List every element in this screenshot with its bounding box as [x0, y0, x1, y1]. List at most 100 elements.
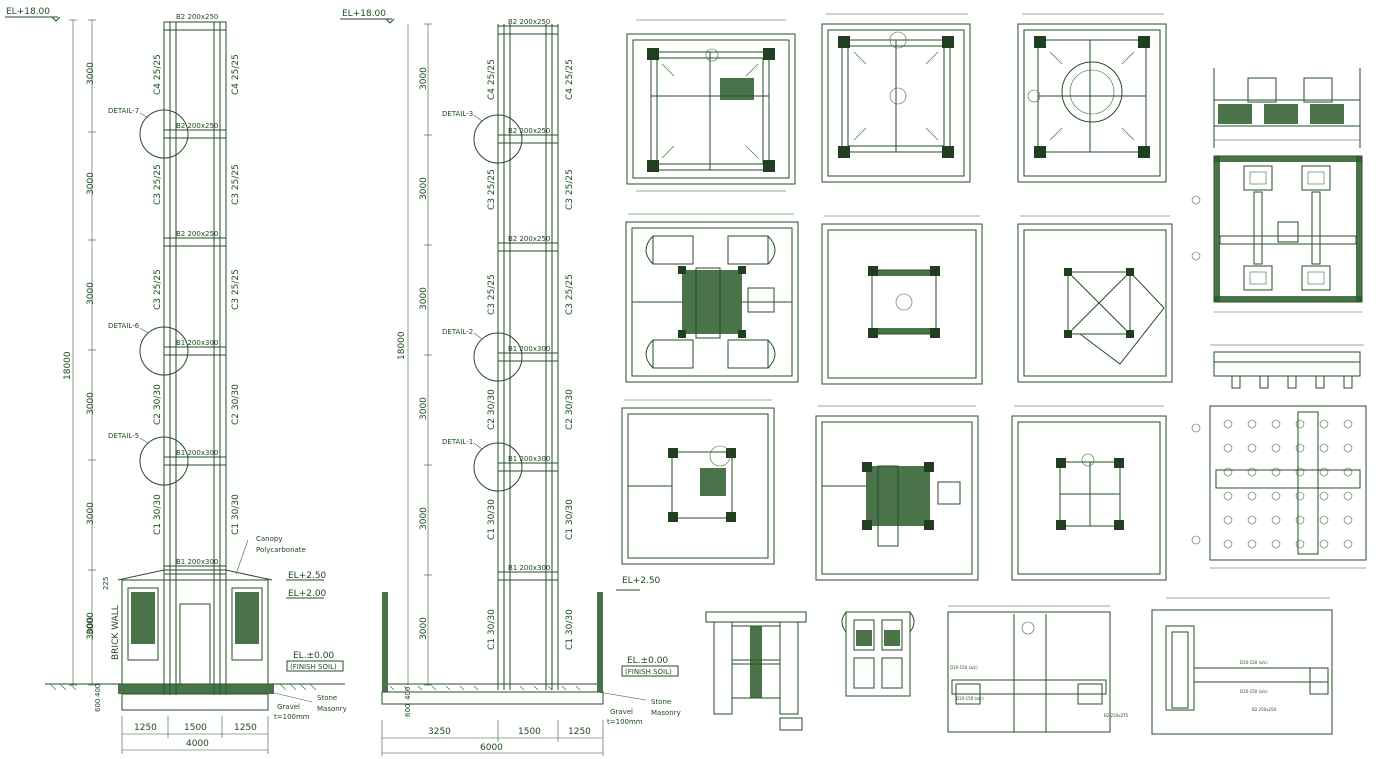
- left-detail-6[interactable]: DETAIL-6: [108, 322, 140, 330]
- right-col-label-r-3: C3 25/25: [565, 274, 575, 315]
- right-beam-1: B2 200x250: [508, 18, 550, 26]
- right-total-height: 18000: [397, 331, 407, 360]
- right-beam-5: B1 200x300: [508, 455, 550, 463]
- right-detail-1[interactable]: DETAIL-1: [442, 438, 473, 446]
- plan-8: [815, 405, 979, 581]
- plan-2: [821, 13, 971, 183]
- left-gravel-t: t=100mm: [274, 713, 310, 721]
- left-col-label-l-1: C4 25/25: [153, 54, 163, 95]
- pile-marker: [1295, 443, 1305, 453]
- pile-section: [1210, 344, 1364, 389]
- left-storey-dim-1: 3000: [86, 612, 96, 635]
- left-level-000: EL.±0.00: [293, 651, 334, 661]
- pile-marker: [1271, 443, 1281, 453]
- left-bottom-total: 4000: [186, 739, 209, 749]
- pile-marker: [1319, 467, 1329, 477]
- pile-marker: [1295, 515, 1305, 525]
- section-top-right: [1213, 68, 1361, 148]
- right-beam-2: B2 200x250: [508, 127, 550, 135]
- left-detail-5[interactable]: DETAIL-5: [108, 432, 139, 440]
- pile-marker: [1295, 539, 1305, 549]
- right-storey-dim-6: 3000: [419, 67, 429, 90]
- left-bottom-dim-2: 1500: [184, 723, 207, 733]
- left-finish-soil: (FINISH SOIL): [290, 663, 337, 671]
- left-masonry: Masonry: [317, 705, 347, 713]
- left-col-label-r-2: C3 25/25: [231, 164, 241, 205]
- d10-label-a: D10-150 (a/c): [950, 665, 978, 670]
- pile-marker: [1295, 419, 1305, 429]
- plan-row-2: [625, 213, 1173, 385]
- footing-plan: [1191, 155, 1363, 313]
- right-storey-dim-3: 3000: [419, 397, 429, 420]
- left-beam-5: B1 200x300: [176, 449, 218, 457]
- plan-row-3: [621, 399, 1167, 581]
- pile-marker: [1343, 443, 1353, 453]
- right-level-250: EL+2.50: [622, 576, 661, 586]
- left-storey-dim-6: 3000: [86, 62, 96, 85]
- right-bottom-dim-1: 3250: [428, 727, 451, 737]
- pile-marker: [1271, 467, 1281, 477]
- right-col-label-l-6: C1 30/30: [487, 609, 497, 650]
- pile-marker: [1343, 515, 1353, 525]
- plan-7: [621, 399, 775, 565]
- right-col-label-r-6: C1 30/30: [565, 609, 575, 650]
- right-beam-3: B2 200x250: [508, 235, 550, 243]
- left-top-level: EL+18.00: [6, 7, 50, 17]
- pile-marker: [1247, 419, 1257, 429]
- right-beam-4: B1 200x300: [508, 345, 550, 353]
- right-base-600: 600: [404, 704, 412, 717]
- pile-marker: [1319, 419, 1329, 429]
- right-col-label-r-2: C3 25/25: [565, 169, 575, 210]
- right-col-label-l-1: C4 25/25: [487, 59, 497, 100]
- right-gravel-t: t=100mm: [607, 718, 643, 726]
- pile-marker: [1319, 443, 1329, 453]
- pile-marker: [1271, 539, 1281, 549]
- right-storey-dim-5: 3000: [419, 177, 429, 200]
- left-stone: Stone: [317, 694, 337, 702]
- left-level-200: EL+2.00: [288, 589, 327, 599]
- pile-marker: [1247, 515, 1257, 525]
- detail-bottom-3: D10-150 (a/c) D10-150 (a/c) B2 250x275: [947, 605, 1129, 733]
- pile-marker: [1223, 443, 1233, 453]
- right-col-label-l-3: C3 25/25: [487, 274, 497, 315]
- right-masonry: Masonry: [651, 709, 681, 717]
- plan-1: [626, 19, 796, 192]
- canopy-label: Canopy: [256, 535, 282, 543]
- left-base-400: 400: [94, 684, 102, 697]
- right-storey-dim-2: 3000: [419, 507, 429, 530]
- right-elevation: EL+18.00 18000 3000 3000 3000 3000 3000 …: [340, 9, 681, 756]
- pile-marker: [1319, 515, 1329, 525]
- pile-marker: [1247, 443, 1257, 453]
- left-elevation: EL+18.00 18000 3000 3000 3000 3000 3000 …: [5, 7, 347, 754]
- pile-marker: [1223, 491, 1233, 501]
- pile-marker: [1343, 491, 1353, 501]
- left-col-label-l-5: C1 30/30: [153, 494, 163, 535]
- left-col-label-r-5: C1 30/30: [231, 494, 241, 535]
- pile-marker: [1343, 419, 1353, 429]
- right-stone: Stone: [651, 698, 671, 706]
- pile-marker: [1319, 491, 1329, 501]
- left-beam-3: B2 200x250: [176, 230, 218, 238]
- pile-marker: [1343, 539, 1353, 549]
- pile-marker: [1247, 539, 1257, 549]
- right-detail-2[interactable]: DETAIL-2: [442, 328, 473, 336]
- right-col-label-l-4: C2 30/30: [487, 389, 497, 430]
- right-bottom-dim-3: 1250: [568, 727, 591, 737]
- right-storey-dim-4: 3000: [419, 287, 429, 310]
- left-base-600: 600: [94, 699, 102, 712]
- pile-marker: [1319, 539, 1329, 549]
- left-col-label-r-3: C3 25/25: [231, 269, 241, 310]
- plan-row-1: [626, 13, 1361, 192]
- left-detail-7[interactable]: DETAIL-7: [108, 107, 139, 115]
- dim-225: 225: [102, 577, 110, 590]
- left-total-height: 18000: [63, 351, 73, 380]
- detail-bottom-2: [841, 611, 915, 697]
- left-col-label-l-4: C2 30/30: [153, 384, 163, 425]
- left-storey-dim-5: 3000: [86, 172, 96, 195]
- right-col-label-l-2: C3 25/25: [487, 169, 497, 210]
- right-detail-3[interactable]: DETAIL-3: [442, 110, 473, 118]
- right-col-label-r-4: C2 30/30: [565, 389, 575, 430]
- left-beam-1: B2 200x250: [176, 13, 218, 21]
- right-level-000: EL.±0.00: [627, 656, 668, 666]
